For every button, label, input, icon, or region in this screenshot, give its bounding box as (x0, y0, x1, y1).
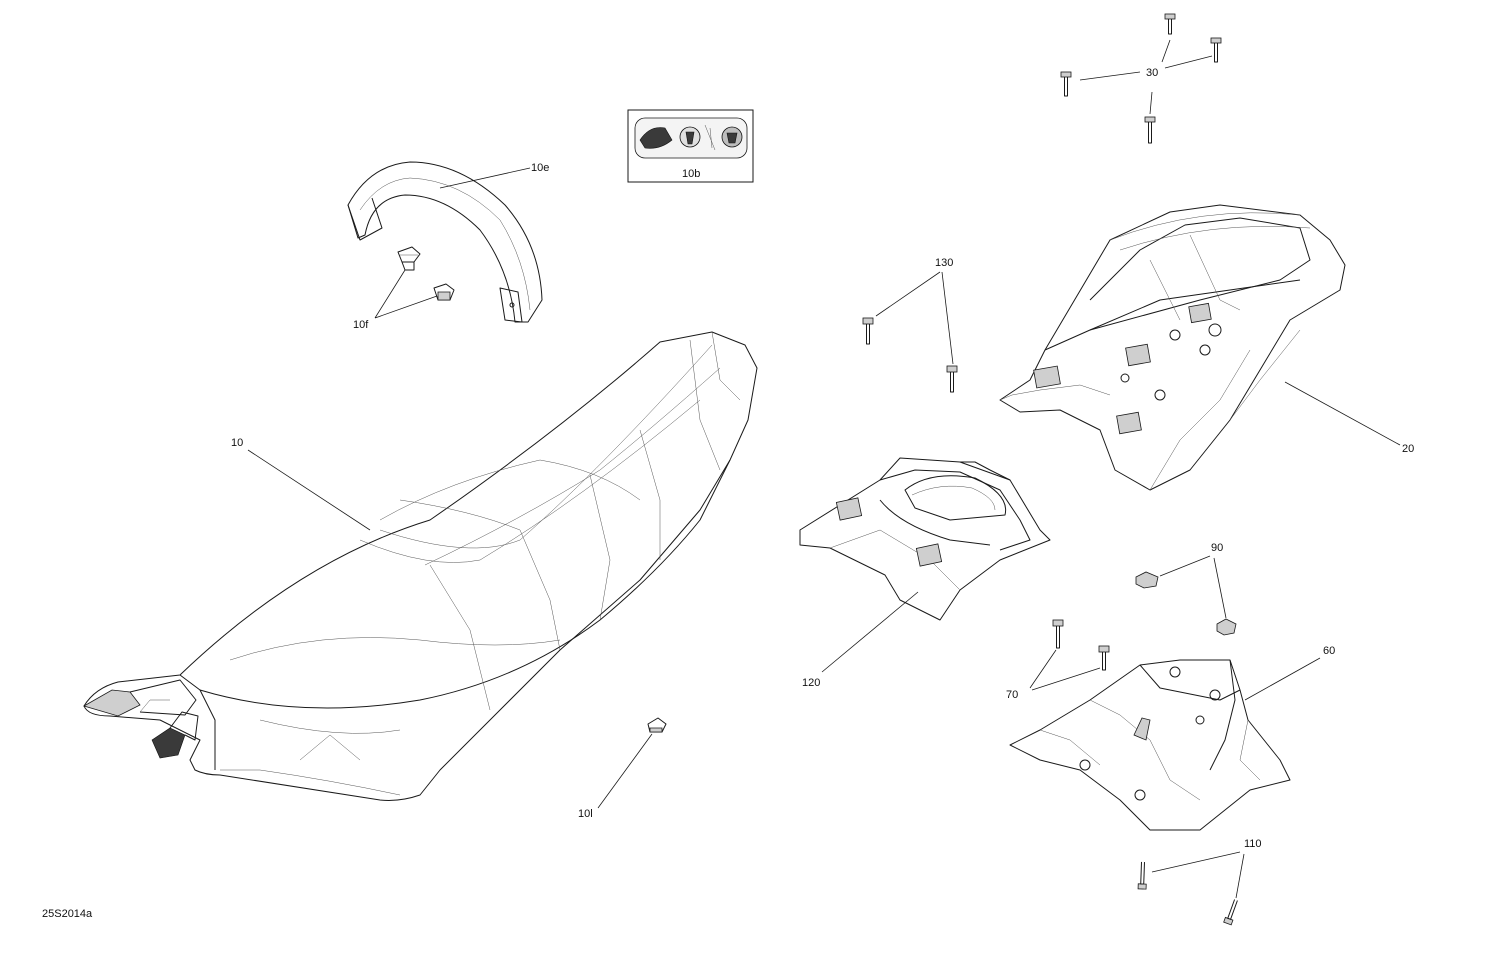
part-130-screws[interactable] (862, 317, 958, 393)
part-10e-strap[interactable] (347, 161, 543, 323)
part-10-seat[interactable] (82, 331, 758, 801)
leader-10f (374, 269, 438, 319)
callout-30: 30 (1146, 67, 1159, 79)
callout-90: 90 (1211, 542, 1224, 554)
part-60-bracket[interactable] (1009, 659, 1291, 831)
part-10f-clip-a[interactable] (397, 246, 421, 271)
part-30-screws[interactable] (1060, 13, 1222, 144)
callout-10b: 10b (682, 168, 701, 180)
callout-110: 110 (1244, 838, 1262, 850)
part-10b-decal[interactable] (627, 109, 754, 183)
callout-120: 120 (802, 677, 821, 689)
part-10f-clip-b[interactable] (433, 283, 455, 301)
callout-60: 60 (1323, 645, 1336, 657)
part-10l-clip[interactable] (647, 717, 667, 733)
part-70-screws[interactable] (1052, 619, 1110, 671)
leader-20 (1284, 381, 1401, 446)
diagram-id: 25S2014a (42, 908, 93, 920)
callout-70: 70 (1006, 689, 1019, 701)
part-20-grab-frame[interactable] (999, 204, 1346, 491)
part-120-tray[interactable] (799, 457, 1051, 621)
leader-110 (1151, 851, 1245, 899)
callout-10: 10 (231, 437, 244, 449)
leader-10l (597, 733, 653, 809)
leader-10e (439, 167, 531, 189)
leader-90 (1159, 555, 1227, 619)
leader-60 (1244, 657, 1321, 701)
callout-20: 20 (1402, 443, 1415, 455)
leader-10 (247, 449, 371, 531)
leader-130 (875, 271, 954, 365)
callout-10e: 10e (531, 162, 550, 174)
leader-30 (1079, 39, 1213, 115)
part-90-nuts[interactable] (1135, 571, 1237, 636)
part-110-screws[interactable] (1137, 861, 1240, 926)
callout-10f: 10f (353, 319, 369, 331)
leader-70 (1029, 649, 1101, 691)
leader-120 (821, 591, 919, 673)
callout-10l: 10l (578, 808, 593, 820)
callout-130: 130 (935, 257, 954, 269)
